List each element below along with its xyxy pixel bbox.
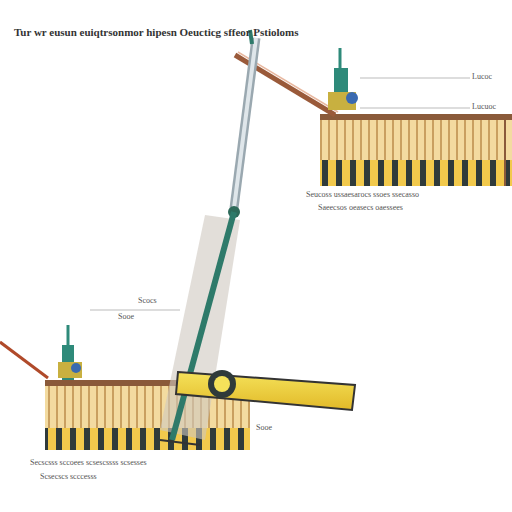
note-label: Secscsss sccoees scsescssss scsesses (30, 458, 147, 467)
title: Tur wr eusun euiqtrsonmor hipesn Oeuctic… (14, 26, 299, 38)
upper-platform (235, 48, 512, 186)
note-label: Lucoc (472, 72, 492, 81)
note-label: Sooe (256, 423, 272, 432)
note-label: Sooe (118, 312, 134, 321)
yellow-tool (160, 370, 355, 445)
note-label: Lucuoc (472, 102, 496, 111)
note-label: Scsecscs scccesss (40, 472, 97, 481)
note-label: Saeecsos oeasecs oaessees (318, 203, 403, 212)
note-label: Seucoss ussaesarocs ssoes ssecasso (306, 190, 419, 199)
note-label: Scocs (138, 296, 157, 305)
